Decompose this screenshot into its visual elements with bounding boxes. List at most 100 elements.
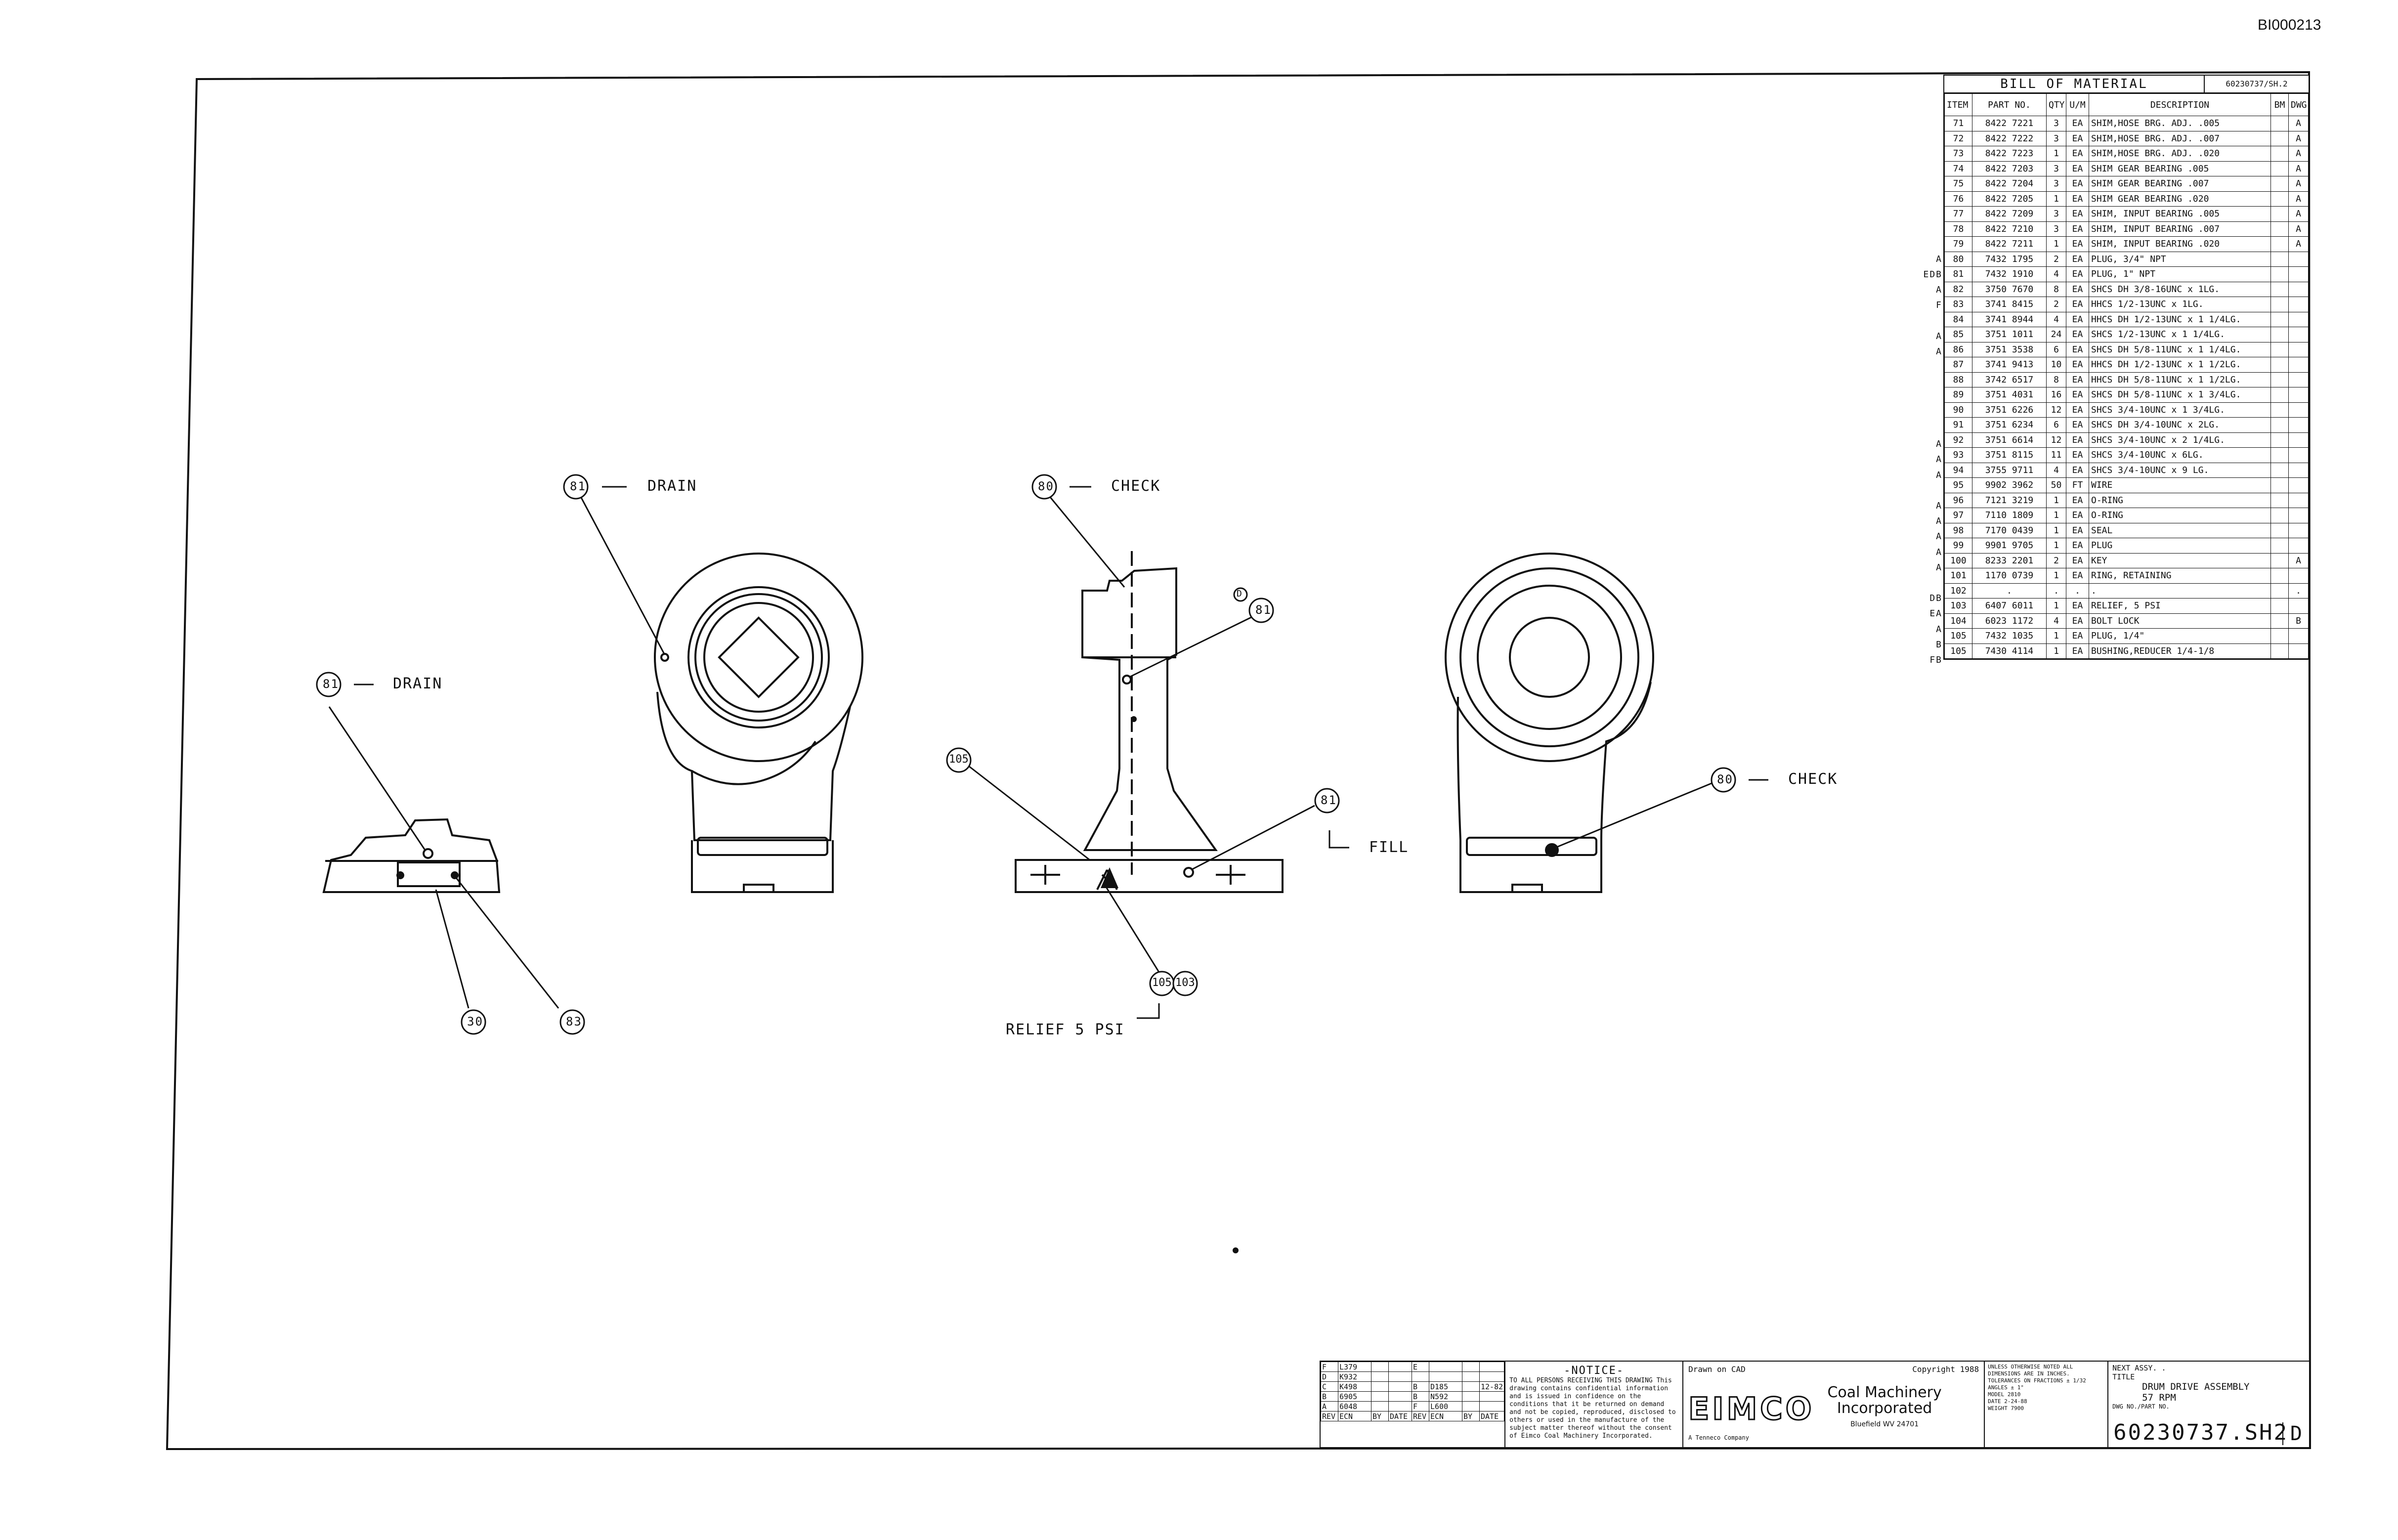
bom-cell-desc: O-RING bbox=[2089, 492, 2271, 508]
bom-cell-size bbox=[2288, 538, 2309, 554]
bom-cell-um: EA bbox=[2066, 297, 2089, 312]
revision-cell: F bbox=[1321, 1362, 1338, 1372]
bom-cell-size bbox=[2288, 598, 2309, 614]
balloon-note-d bbox=[1233, 587, 1248, 602]
bom-cell-part: 8422 7223 bbox=[1972, 146, 2047, 162]
bom-cell-um: EA bbox=[2066, 387, 2089, 403]
revision-header-cell: BY bbox=[1462, 1411, 1480, 1421]
balloon-80-side bbox=[1031, 474, 1057, 500]
bom-cell-item: 86 bbox=[1944, 342, 1972, 357]
drawing-title-1: DRUM DRIVE ASSEMBLY bbox=[2142, 1381, 2250, 1392]
revision-cell: K498 bbox=[1338, 1381, 1371, 1392]
bom-cell-qty: 1 bbox=[2046, 598, 2066, 614]
bom-cell-size bbox=[2288, 508, 2309, 523]
revision-cell bbox=[1388, 1362, 1412, 1372]
bom-cell-part: 6023 1172 bbox=[1972, 613, 2047, 629]
bom-cell-bm bbox=[2270, 417, 2289, 433]
spec-block: UNLESS OTHERWISE NOTED ALL DIMENSIONS AR… bbox=[1985, 1362, 2109, 1447]
bom-cell-item: 101 bbox=[1944, 568, 1972, 584]
revision-cell bbox=[1462, 1401, 1480, 1412]
revision-header-cell: BY bbox=[1371, 1411, 1389, 1421]
bom-revision-mark: A bbox=[1936, 562, 1942, 573]
revision-cell: D185 bbox=[1429, 1381, 1462, 1392]
bom-cell-size: B bbox=[2288, 613, 2309, 629]
balloon-81-side bbox=[1248, 598, 1274, 623]
bom-revision-mark: A bbox=[1936, 547, 1942, 557]
bom-revision-mark: A bbox=[1936, 454, 1942, 465]
company-location: Bluefield WV 24701 bbox=[1850, 1420, 1919, 1428]
bom-header-cell: DWG. SIZE bbox=[2288, 93, 2309, 116]
bom-cell-item: 91 bbox=[1944, 417, 1972, 433]
revision-cell bbox=[1479, 1401, 1505, 1412]
bom-revision-mark: A bbox=[1936, 516, 1942, 527]
bom-cell-part: 3741 8944 bbox=[1972, 311, 2047, 327]
bom-cell-qty: 2 bbox=[2046, 553, 2066, 568]
revision-cell bbox=[1388, 1391, 1412, 1402]
bom-revision-mark: A bbox=[1936, 346, 1942, 357]
bom-table: ITEM NO.PART NO.QTYU/MDESCRIPTIONBMDWG. … bbox=[1944, 93, 2309, 659]
revision-cell bbox=[1479, 1391, 1505, 1402]
bom-cell-part: 7432 1035 bbox=[1972, 628, 2047, 644]
bom-cell-part: 8422 7222 bbox=[1972, 130, 2047, 146]
revision-cell: L379 bbox=[1338, 1362, 1371, 1372]
bom-cell-qty: . bbox=[2046, 583, 2066, 599]
revision-cell bbox=[1462, 1362, 1480, 1372]
bom-cell-qty: 11 bbox=[2046, 447, 2066, 463]
logo-text: EIMCO bbox=[1688, 1390, 1815, 1427]
relief-label: RELIEF 5 PSI bbox=[1006, 1021, 1125, 1038]
bom-cell-um: FT bbox=[2066, 477, 2089, 493]
bom-cell-item: 102 bbox=[1944, 583, 1972, 599]
bom-cell-item: 73 bbox=[1944, 146, 1972, 162]
bom-cell-bm bbox=[2270, 508, 2289, 523]
bom-cell-item: 88 bbox=[1944, 372, 1972, 387]
bom-cell-desc: HHCS 1/2-13UNC x 1LG. bbox=[2089, 297, 2271, 312]
bom-cell-um: EA bbox=[2066, 492, 2089, 508]
bom-header-cell: DESCRIPTION bbox=[2089, 93, 2271, 116]
bom-cell-desc: SHIM GEAR BEARING .020 bbox=[2089, 191, 2271, 207]
document-id: BI000213 bbox=[2258, 17, 2321, 33]
revision-cell bbox=[1388, 1381, 1412, 1392]
bom-cell-desc: HHCS DH 1/2-13UNC x 1 1/2LG. bbox=[2089, 357, 2271, 373]
bom-cell-part: 7430 4114 bbox=[1972, 643, 2047, 659]
bom-cell-bm bbox=[2270, 402, 2289, 418]
revision-cell bbox=[1388, 1401, 1412, 1412]
bom-cell-size bbox=[2288, 462, 2309, 478]
bom-cell-bm bbox=[2270, 297, 2289, 312]
revision-cell: 6048 bbox=[1338, 1401, 1371, 1412]
revision-cell: C bbox=[1321, 1381, 1338, 1392]
revision-cell: 12-82 bbox=[1479, 1381, 1505, 1392]
bom-cell-desc: SHIM, INPUT BEARING .005 bbox=[2089, 206, 2271, 222]
bom-cell-item: 76 bbox=[1944, 191, 1972, 207]
bom-cell-size: . bbox=[2288, 583, 2309, 599]
bom-cell-qty: 4 bbox=[2046, 613, 2066, 629]
bom-cell-part: 3741 9413 bbox=[1972, 357, 2047, 373]
bom-cell-desc: SHCS DH 5/8-11UNC x 1 1/4LG. bbox=[2089, 342, 2271, 357]
bom-header-cell: PART NO. bbox=[1972, 93, 2047, 116]
bom-cell-qty: 1 bbox=[2046, 191, 2066, 207]
bom-cell-bm bbox=[2270, 538, 2289, 554]
bom-cell-size bbox=[2288, 643, 2309, 659]
revision-cell: 6905 bbox=[1338, 1391, 1371, 1402]
bom-cell-bm bbox=[2270, 628, 2289, 644]
bom-revision-mark: A bbox=[1936, 254, 1942, 264]
bom-cell-um: EA bbox=[2066, 402, 2089, 418]
revision-cell: B bbox=[1321, 1391, 1338, 1402]
bom-cell-size: A bbox=[2288, 236, 2309, 252]
balloon-text: 105 bbox=[1152, 977, 1172, 989]
bom-cell-part: 7432 1910 bbox=[1972, 266, 2047, 282]
bom-cell-qty: 10 bbox=[2046, 357, 2066, 373]
revision-cell bbox=[1462, 1391, 1480, 1402]
bom-cell-size bbox=[2288, 568, 2309, 584]
bom-cell-item: 82 bbox=[1944, 281, 1972, 297]
balloon-text: 81 bbox=[1255, 603, 1272, 617]
